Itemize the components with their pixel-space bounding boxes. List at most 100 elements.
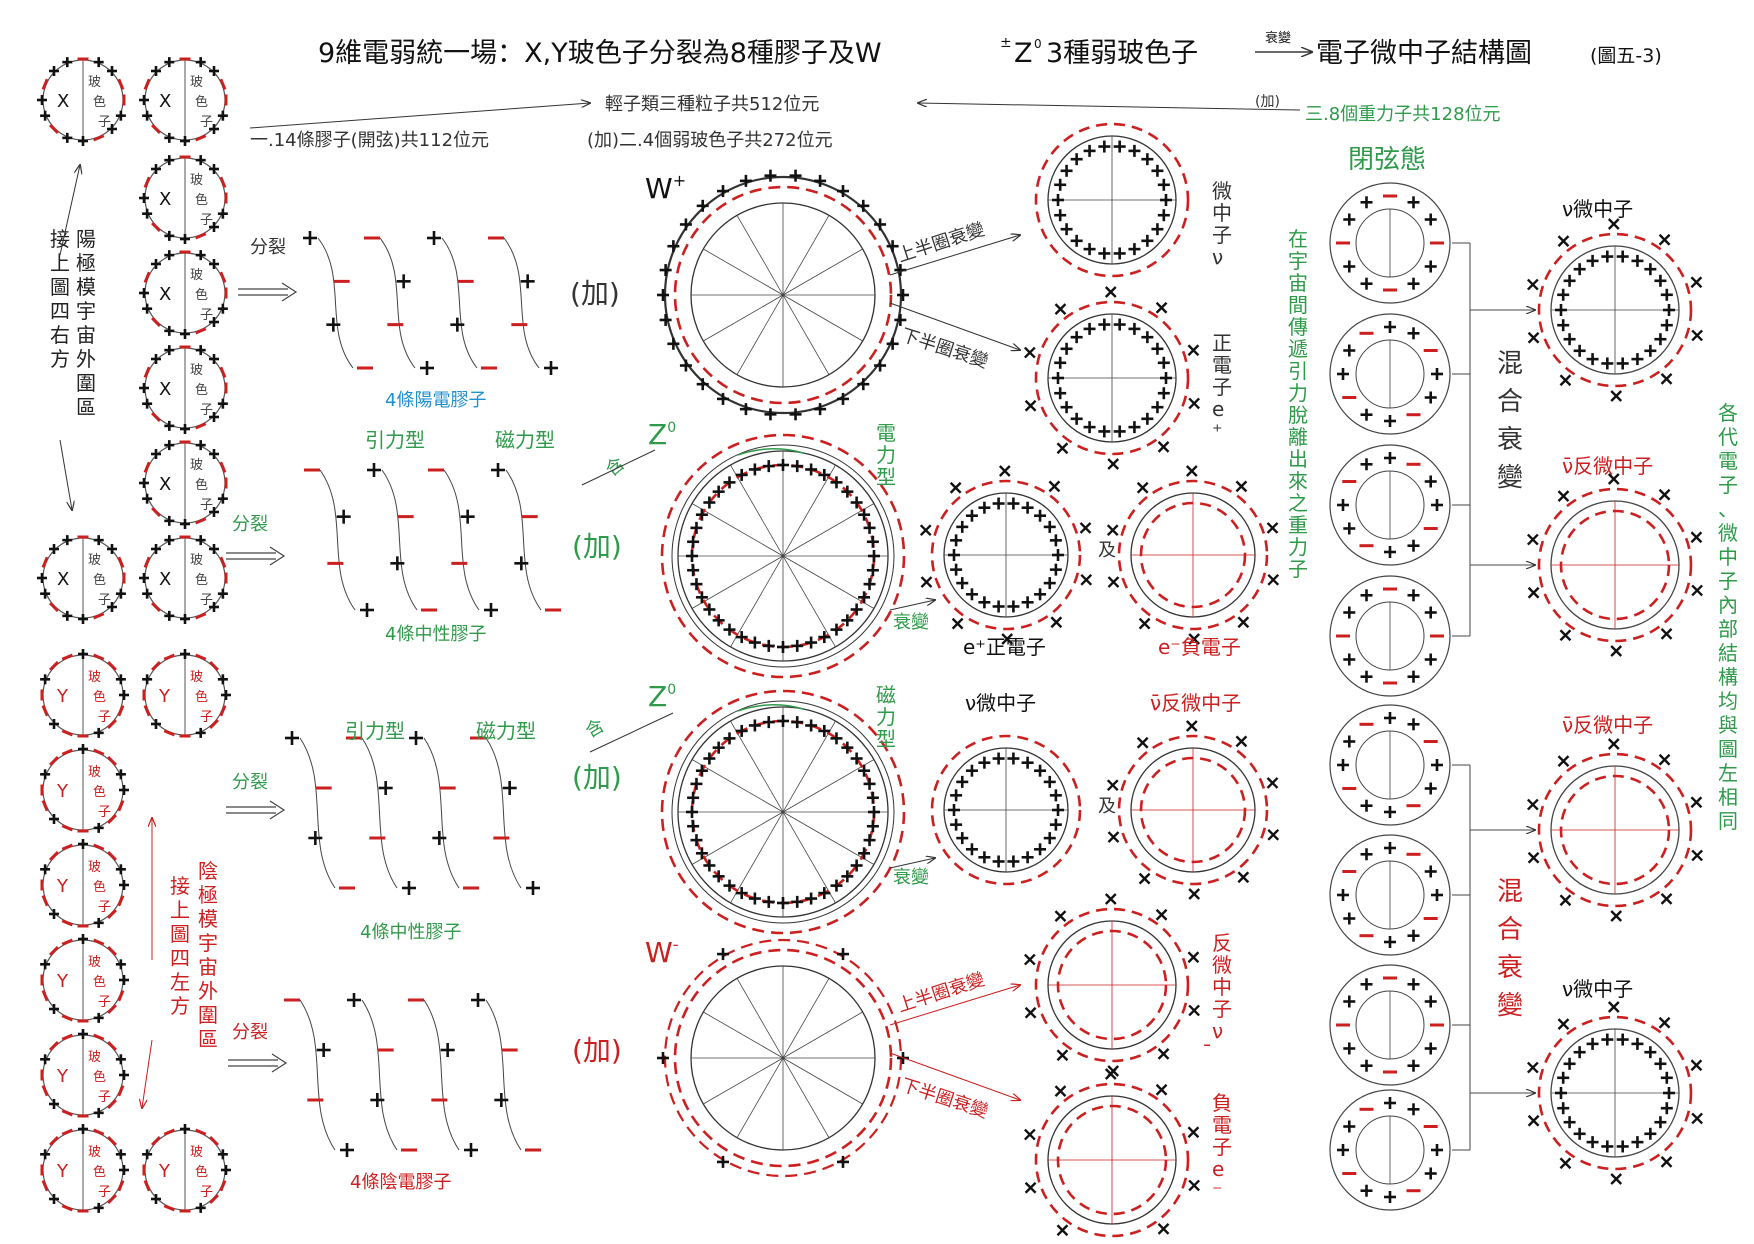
minus-sign [195,422,207,430]
closed-outer-ring [1329,182,1451,304]
plus-sign [1007,855,1020,868]
cross-sign [1610,390,1623,402]
cross-sign [1557,490,1570,502]
plus-sign [1070,234,1083,247]
plus-sign [1563,333,1576,346]
gluon-curve [443,469,480,611]
minus-sign [61,729,73,737]
plus-sign [139,383,149,393]
cross-sign [951,617,964,630]
xy-boson-column: X玻色子X玻色子X玻色子X玻色子X玻色子X玻色子X玻色子X玻色子Y玻色子Y玻色子… [37,57,231,1213]
cross-b [1610,390,1623,402]
cross-b [1104,1068,1117,1080]
plus-sign [1360,978,1373,991]
plus-sign [1586,1136,1599,1149]
minus-sign [61,1128,73,1136]
cross-sign [1237,616,1250,629]
plus-sign [221,1165,231,1175]
plus-sign [950,563,963,576]
plus-sign [1660,1102,1673,1115]
plus-sign [830,476,843,489]
plus-sign [142,303,153,314]
plus-sign [735,468,748,481]
spoke [703,248,863,342]
plus-sign [164,57,175,68]
vertical-char: ̄ [1204,1044,1210,1047]
boson-char: 子 [200,403,213,418]
plus-sign [686,806,698,818]
contains-line-1 [581,449,656,486]
plus-sign [151,544,162,555]
plus-sign [139,478,149,488]
plus-sign [1424,865,1437,878]
plus-sign [1586,1037,1599,1050]
plus-sign [679,359,692,372]
vertical-char: 宙 [198,955,218,979]
plus-sign [1113,318,1126,331]
boson-char: 玻 [190,75,203,90]
plus-sign [440,1043,455,1057]
cross-b [1557,235,1570,247]
plus-sign [195,57,206,68]
vertical-char: 子 [1718,473,1738,497]
gluon-curve [423,737,460,889]
plus-sign [1557,1102,1570,1115]
cross-sign [1023,1128,1036,1141]
minus-sign [107,909,117,919]
minus-sign [41,800,49,812]
plus-sign [818,631,831,644]
vertical-char: 電 [1212,1113,1232,1137]
x-letter: X [159,91,171,112]
cross-b [1056,442,1069,455]
cross-sign [1187,1126,1200,1139]
cross-sign [1155,908,1168,921]
cross-b [1691,849,1704,862]
plus-sign [1343,522,1356,535]
plus-sign [717,392,729,405]
plus-sign [1151,342,1164,355]
plus-sign [164,535,175,546]
minus-sign [107,661,117,671]
vertical-char: 引 [1288,359,1308,383]
neutral-gluon-label-1: 4條中性膠子 [385,624,486,645]
minus-sign [163,729,175,737]
plus-sign [1113,247,1126,260]
w-plus-circle [657,169,909,421]
plus-sign [308,831,323,845]
plus-sign [1384,452,1396,464]
vertical-char: 衰 [1497,425,1523,455]
plus-sign [40,769,51,780]
minus-sign [117,990,125,1002]
plus-sign [49,1003,60,1014]
boson-char: 玻 [190,458,203,473]
minus-sign [49,124,59,134]
plus-sign [735,887,748,900]
vertical-char: 宙 [76,323,96,347]
plus-sign [679,218,692,231]
gravity-type-2: 引力型 [345,719,405,743]
plus-sign [703,603,716,616]
cross-b [1527,331,1540,344]
plus-sign [1054,356,1067,369]
cross-b [1024,399,1037,412]
plus-sign [195,345,206,356]
gluon-curve [299,999,336,1151]
plus-sign [1431,759,1443,771]
cross-b [1188,1004,1201,1017]
plus-sign [93,1107,104,1118]
plus-sign [965,588,978,601]
plus-sign [791,639,804,652]
plus-sign [686,550,698,562]
plus-sign [139,288,149,298]
plus-sign [502,781,517,795]
plus-sign [837,948,849,961]
plus-sign [703,752,716,765]
minus-sign [61,653,73,661]
plus-sign [948,549,960,561]
gluon-string [409,731,479,890]
product-outer-dashed [1034,907,1190,1063]
z0-circle-2 [660,689,906,935]
